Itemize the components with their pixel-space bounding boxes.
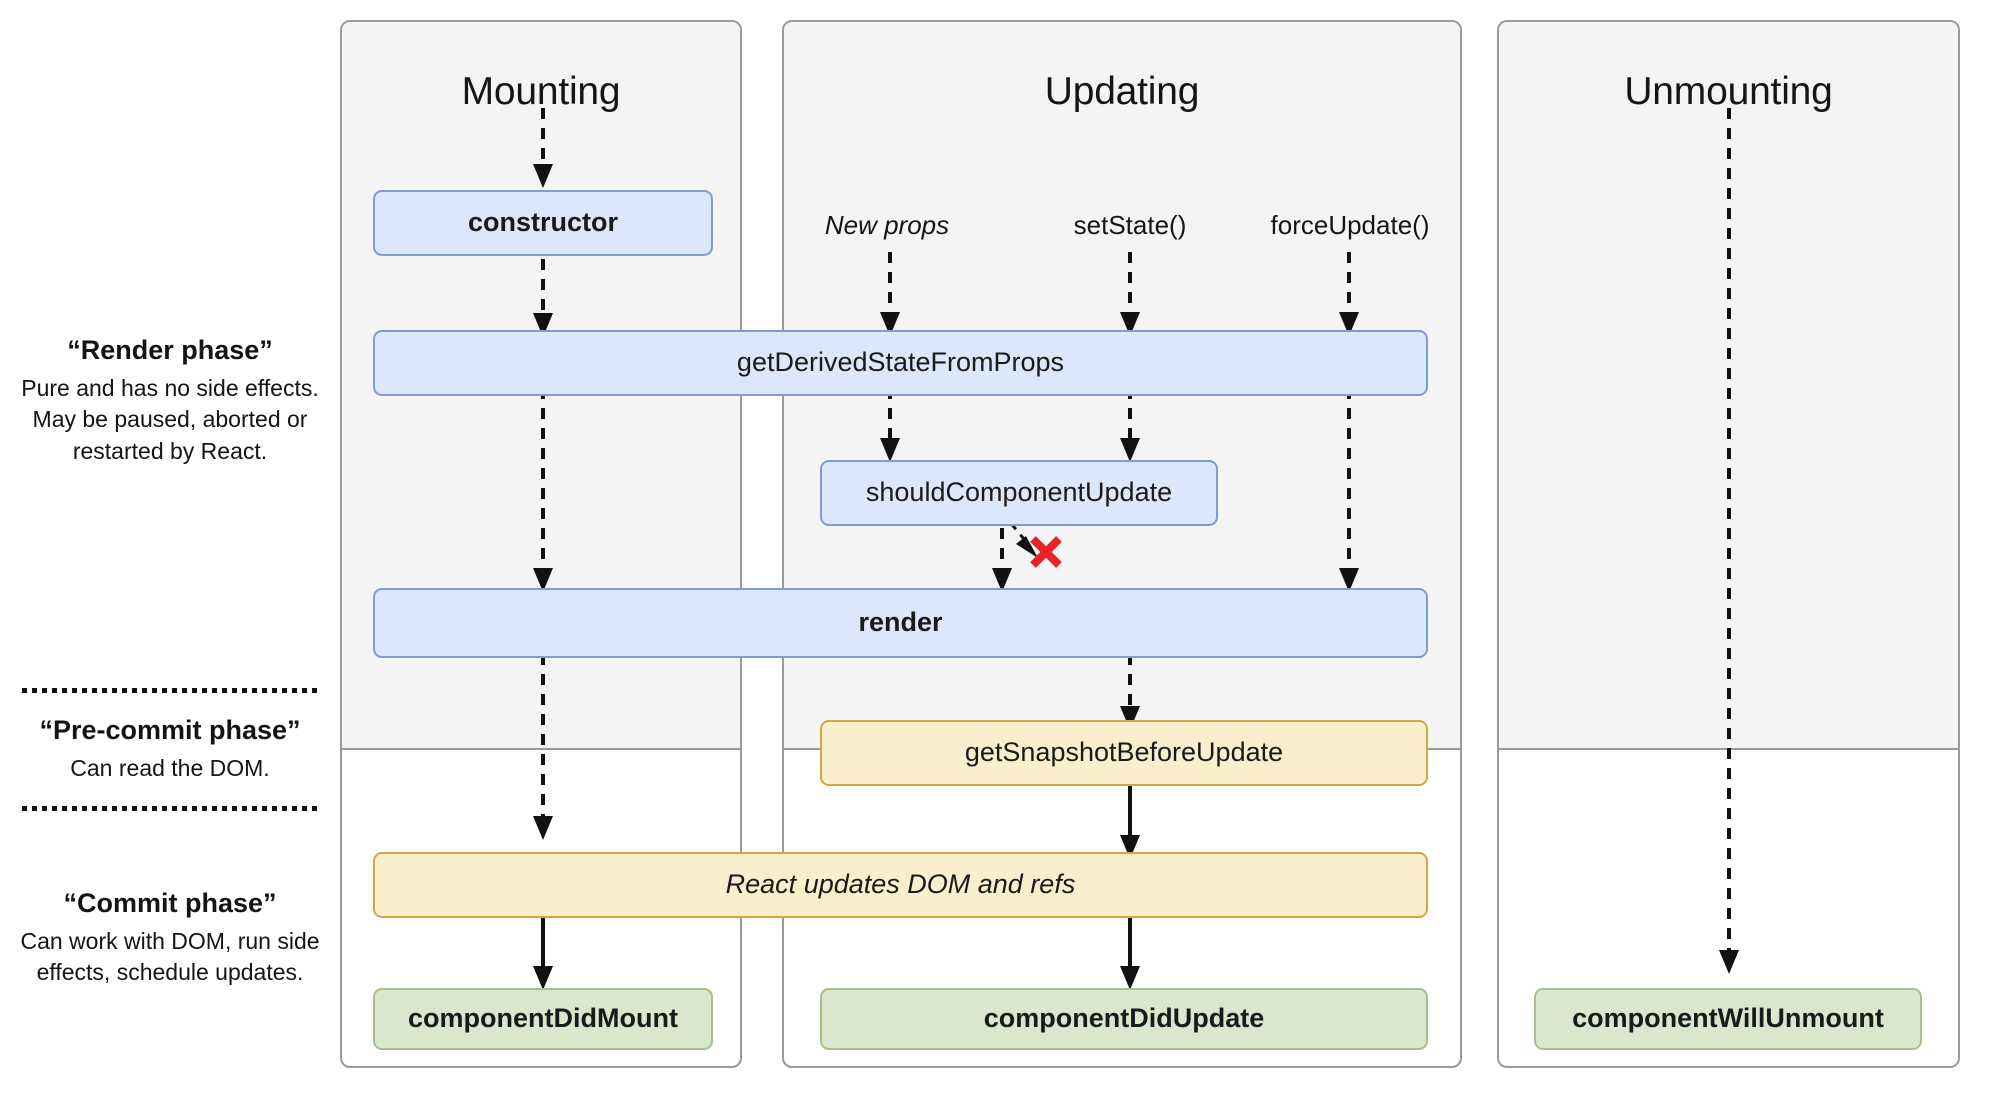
arrow-get-derived-state-to-should-update-right <box>1118 388 1142 464</box>
trigger-label-new-props: New props <box>824 210 950 240</box>
node-get-derived-state-from-props[interactable]: getDerivedStateFromProps <box>373 330 1428 396</box>
phase-legend-commit-title: “Commit phase” <box>63 888 277 918</box>
phase-legend-pre-commit-title: “Pre-commit phase” <box>39 715 301 745</box>
phase-divider-top <box>22 688 320 693</box>
abort-marker-icon <box>1026 532 1066 572</box>
trigger-label-force-update: forceUpdate() <box>1270 210 1430 240</box>
phase-legend-render: “Render phase” Pure and has no side effe… <box>10 335 330 467</box>
phase-legend-commit-description: Can work with DOM, run side effects, sch… <box>20 928 320 986</box>
node-should-component-update[interactable]: shouldComponentUpdate <box>820 460 1218 526</box>
arrow-get-derived-state-to-render-mounting <box>531 388 555 594</box>
phase-divider-bottom <box>22 806 320 811</box>
phase-legend-pre-commit: “Pre-commit phase” Can read the DOM. <box>10 715 330 784</box>
arrow-set-state-to-get-derived-state <box>1118 252 1142 338</box>
node-react-updates-dom-and-refs[interactable]: React updates DOM and refs <box>373 852 1428 918</box>
node-constructor[interactable]: constructor <box>373 190 713 256</box>
phase-legend-commit: “Commit phase” Can work with DOM, run si… <box>10 888 330 989</box>
node-component-did-mount[interactable]: componentDidMount <box>373 988 713 1050</box>
phase-legend-pre-commit-description: Can read the DOM. <box>70 755 270 781</box>
arrow-react-updates-to-component-did-mount <box>531 918 555 992</box>
node-get-snapshot-before-update[interactable]: getSnapshotBeforeUpdate <box>820 720 1428 786</box>
node-render[interactable]: render <box>373 588 1428 658</box>
arrow-new-props-to-get-derived-state <box>878 252 902 338</box>
column-title-mounting: Mounting <box>461 70 621 113</box>
arrow-force-update-bypass-to-render <box>1337 388 1361 594</box>
arrow-render-to-react-updates-mounting <box>531 654 555 842</box>
node-component-did-update[interactable]: componentDidUpdate <box>820 988 1428 1050</box>
arrow-force-update-to-render <box>1337 252 1361 338</box>
arrow-get-snapshot-to-react-updates <box>1118 785 1142 861</box>
arrow-react-updates-to-component-did-update <box>1118 918 1142 992</box>
phase-legend-render-title: “Render phase” <box>67 335 273 365</box>
phase-legend-render-description: Pure and has no side effects. May be pau… <box>21 375 319 464</box>
column-title-unmounting: Unmounting <box>1624 70 1833 113</box>
trigger-label-set-state: setState() <box>1073 210 1187 240</box>
arrow-unmounting-to-component-will-unmount <box>1717 108 1741 976</box>
arrow-mounting-start-to-constructor <box>531 108 555 190</box>
arrow-get-derived-state-to-should-update-left <box>878 388 902 464</box>
node-component-will-unmount[interactable]: componentWillUnmount <box>1534 988 1922 1050</box>
arrow-render-to-get-snapshot <box>1118 654 1142 732</box>
column-title-updating: Updating <box>1044 70 1200 113</box>
arrow-constructor-to-get-derived-state <box>531 259 555 339</box>
